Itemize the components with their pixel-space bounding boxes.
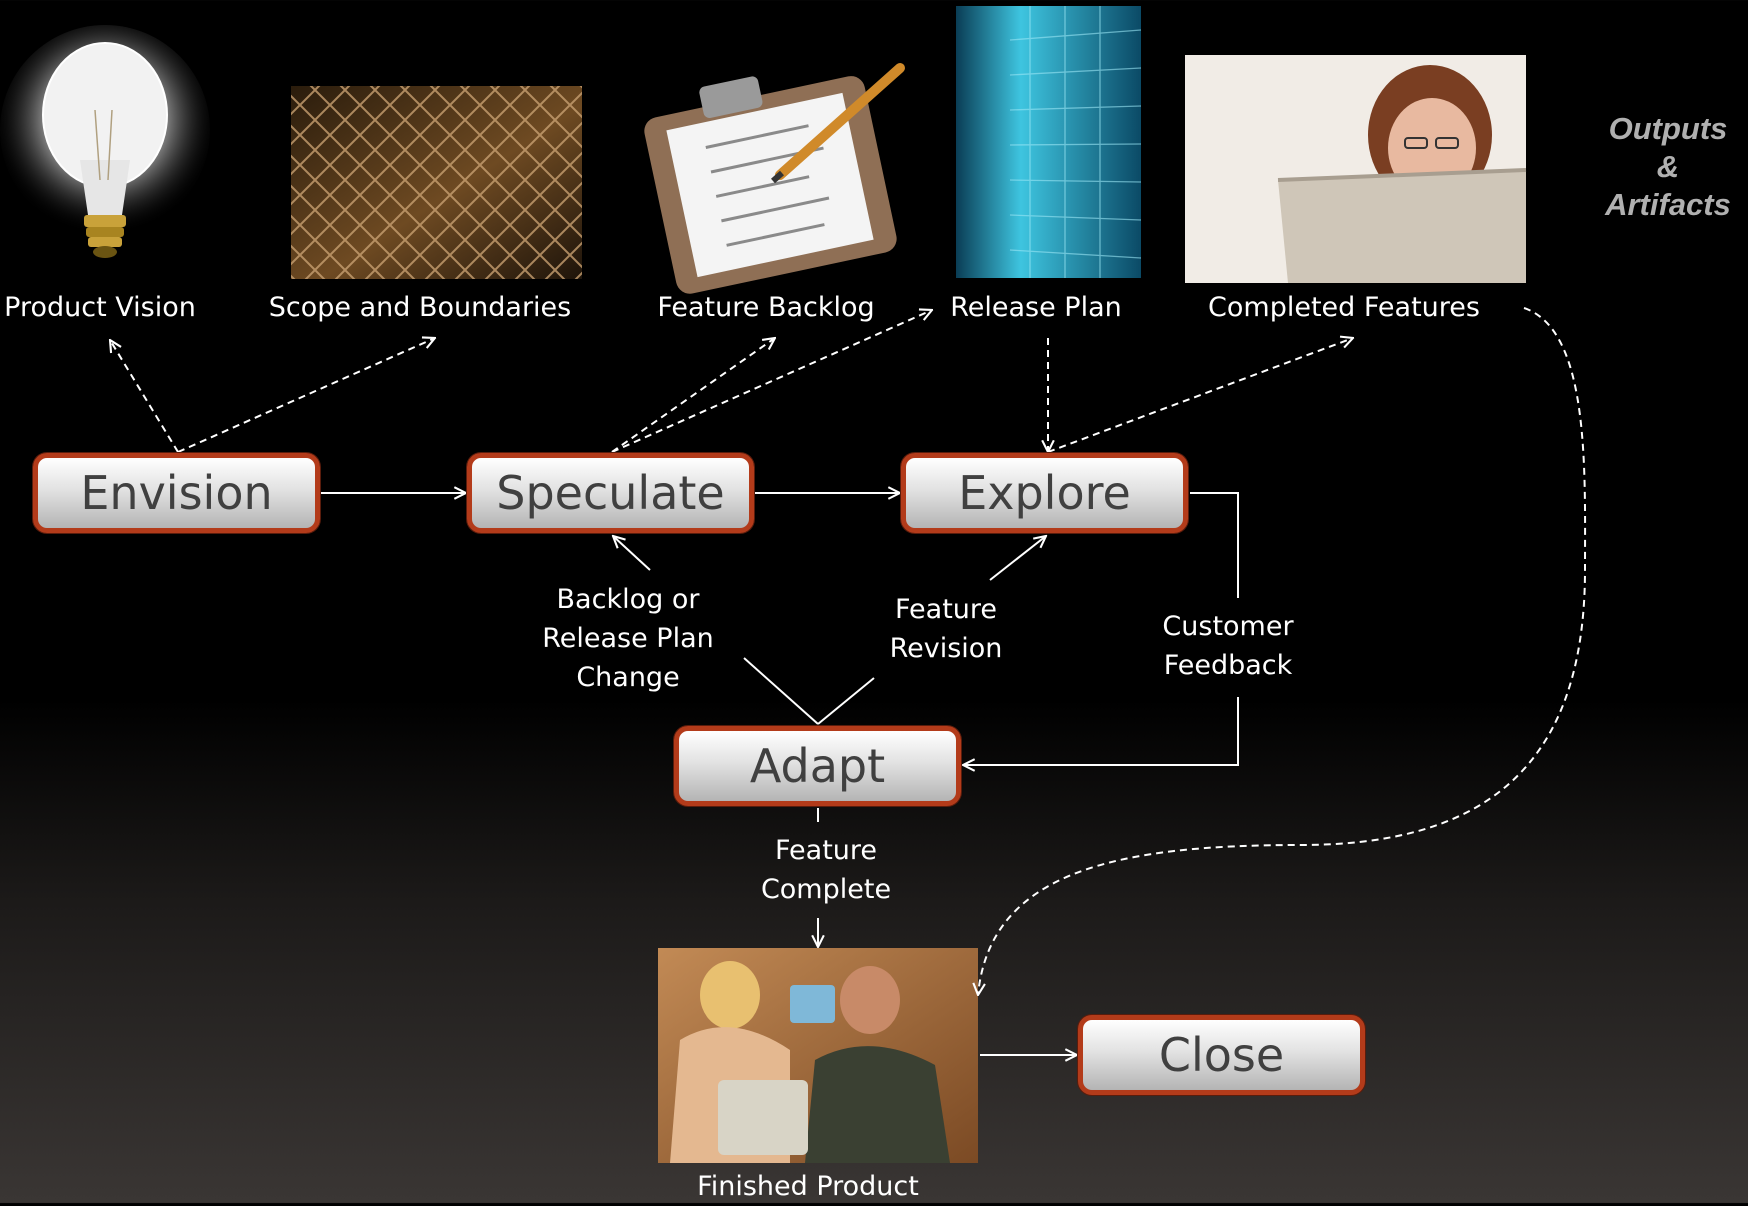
arrow-feedback-to-adapt [963,697,1239,765]
arrow-backlog-change-to-speculate [613,536,651,571]
line-adapt-to-backlog-change [743,657,819,725]
label-line: Feature [894,594,998,625]
label-line: Change [576,662,680,693]
light-bulb-icon [0,25,210,258]
arrow-feature-revision-to-explore [989,536,1046,581]
feature-backlog-label: Feature Backlog [657,292,875,323]
label-line: Backlog or [556,584,700,615]
connector-lines [110,307,1587,1055]
scope-and-boundaries-label: Scope and Boundaries [268,292,572,323]
outputs-heading-line: Artifacts [1605,187,1731,222]
speculate-phase: Speculate [467,453,754,533]
release-plan-label: Release Plan [950,292,1122,323]
label-line: Customer [1162,611,1294,642]
envision-phase: Envision [33,453,320,533]
label-line: Feature [774,835,878,866]
backlog-change-label: Backlog or Release Plan Change [542,580,714,697]
product-vision-label: Product Vision [4,292,196,323]
arrow-envision-to-vision [110,340,179,453]
people-at-computer-icon [658,948,978,1163]
close-phase: Close [1078,1015,1365,1095]
woman-at-laptop-icon [1185,55,1527,283]
label-line: Revision [889,633,1003,664]
outputs-artifacts-heading: Outputs & Artifacts [1588,110,1748,224]
arrow-explore-to-completed [1047,338,1353,453]
line-adapt-to-feature-revision [817,677,875,725]
finished-product-label: Finished Product [697,1171,919,1202]
line-explore-to-feedback [1190,492,1239,598]
outputs-heading-line: & [1656,149,1680,184]
arrow-speculate-to-backlog [611,338,775,453]
clipboard-checklist-icon [644,63,905,294]
label-line: Release Plan [542,623,714,654]
completed-features-label: Completed Features [1208,292,1480,323]
explore-phase: Explore [901,453,1188,533]
label-line: Complete [760,874,892,905]
spreadsheet-screen-icon [956,6,1142,278]
adapt-phase: Adapt [674,726,961,806]
label-line: Feedback [1163,650,1293,681]
feature-revision-label: Feature Revision [890,590,1003,668]
feature-complete-label: Feature Complete [761,831,891,909]
arrow-completed-to-finished [978,307,1587,995]
outputs-heading-line: Outputs [1608,111,1728,146]
arrow-speculate-to-release-plan [611,310,932,453]
customer-feedback-label: Customer Feedback [1162,607,1293,685]
arrow-envision-to-scope [177,338,435,453]
chain-link-fence-icon [291,86,582,279]
